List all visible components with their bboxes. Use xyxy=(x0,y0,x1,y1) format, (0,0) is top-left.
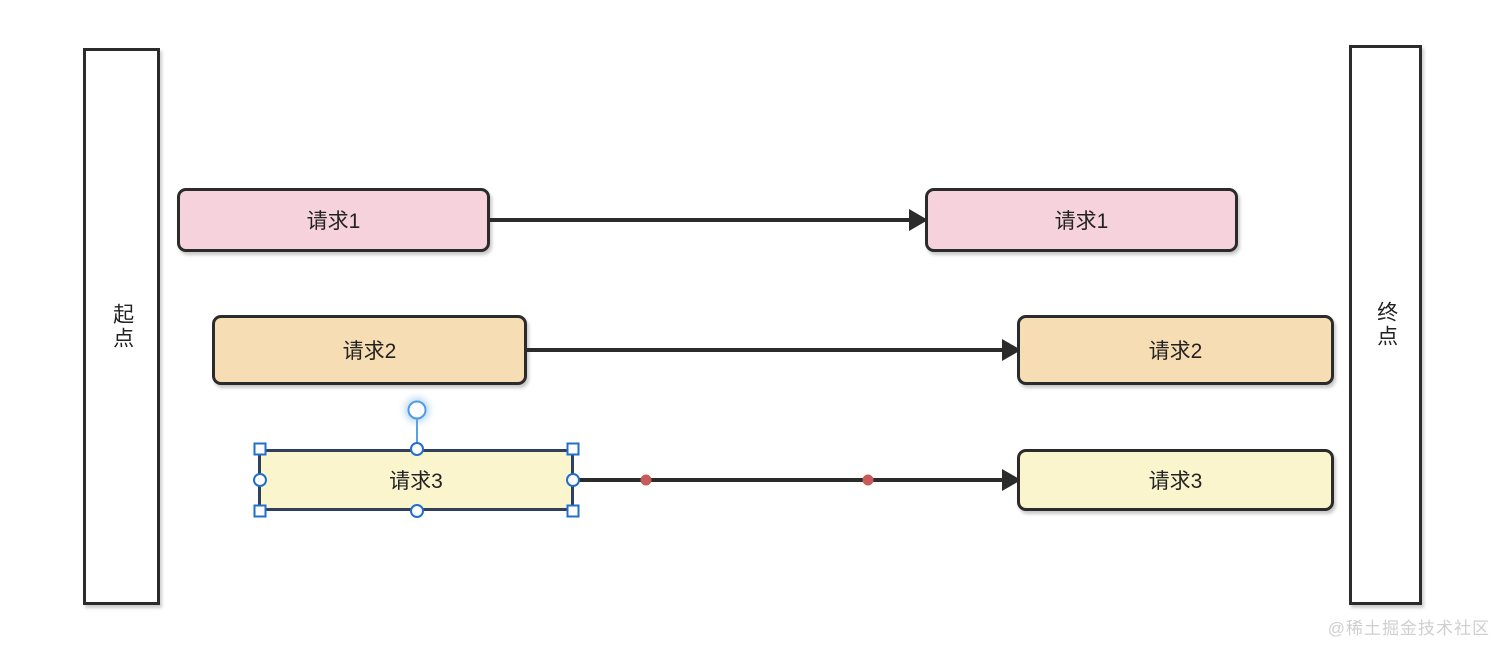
resize-handle-top-right[interactable] xyxy=(566,442,580,456)
node-request2-source[interactable]: 请求2 xyxy=(212,315,527,385)
resize-handle-bottom-right[interactable] xyxy=(566,504,580,518)
resize-handle-bottom-center[interactable] xyxy=(410,504,424,518)
node-label: 请求2 xyxy=(1148,340,1203,363)
resize-handle-top-left[interactable] xyxy=(253,442,267,456)
node-request1-source[interactable]: 请求1 xyxy=(177,188,490,252)
connector-request3[interactable] xyxy=(574,478,1019,482)
node-label: 请求3 xyxy=(1148,470,1203,493)
lane-end-label: 终点 xyxy=(1374,301,1398,349)
connector-request1[interactable] xyxy=(490,218,926,222)
node-label: 请求2 xyxy=(342,340,397,363)
node-request1-target[interactable]: 请求1 xyxy=(925,188,1238,252)
connector-waypoint-dot[interactable] xyxy=(862,474,874,486)
node-label: 请求1 xyxy=(1054,210,1109,233)
rotate-handle-stem xyxy=(416,412,418,450)
node-request3-target[interactable]: 请求3 xyxy=(1017,449,1334,511)
watermark: @稀土掘金技术社区 xyxy=(1327,619,1490,638)
resize-handle-top-center[interactable] xyxy=(410,442,424,456)
connector-request2[interactable] xyxy=(527,348,1019,352)
lane-start-label: 起点 xyxy=(110,302,134,351)
node-label: 请求1 xyxy=(306,210,361,233)
resize-handle-bottom-left[interactable] xyxy=(253,504,267,518)
connector-waypoint-dot[interactable] xyxy=(640,474,652,486)
lane-start[interactable]: 起点 xyxy=(83,48,160,605)
resize-handle-middle-left[interactable] xyxy=(253,473,267,487)
lane-end[interactable]: 终点 xyxy=(1349,45,1422,605)
resize-handle-middle-right[interactable] xyxy=(566,473,580,487)
node-label: 请求3 xyxy=(389,470,443,493)
rotate-handle[interactable] xyxy=(407,400,427,420)
node-request3-source-selected[interactable]: 请求3 xyxy=(258,449,574,511)
node-request2-target[interactable]: 请求2 xyxy=(1017,315,1334,385)
